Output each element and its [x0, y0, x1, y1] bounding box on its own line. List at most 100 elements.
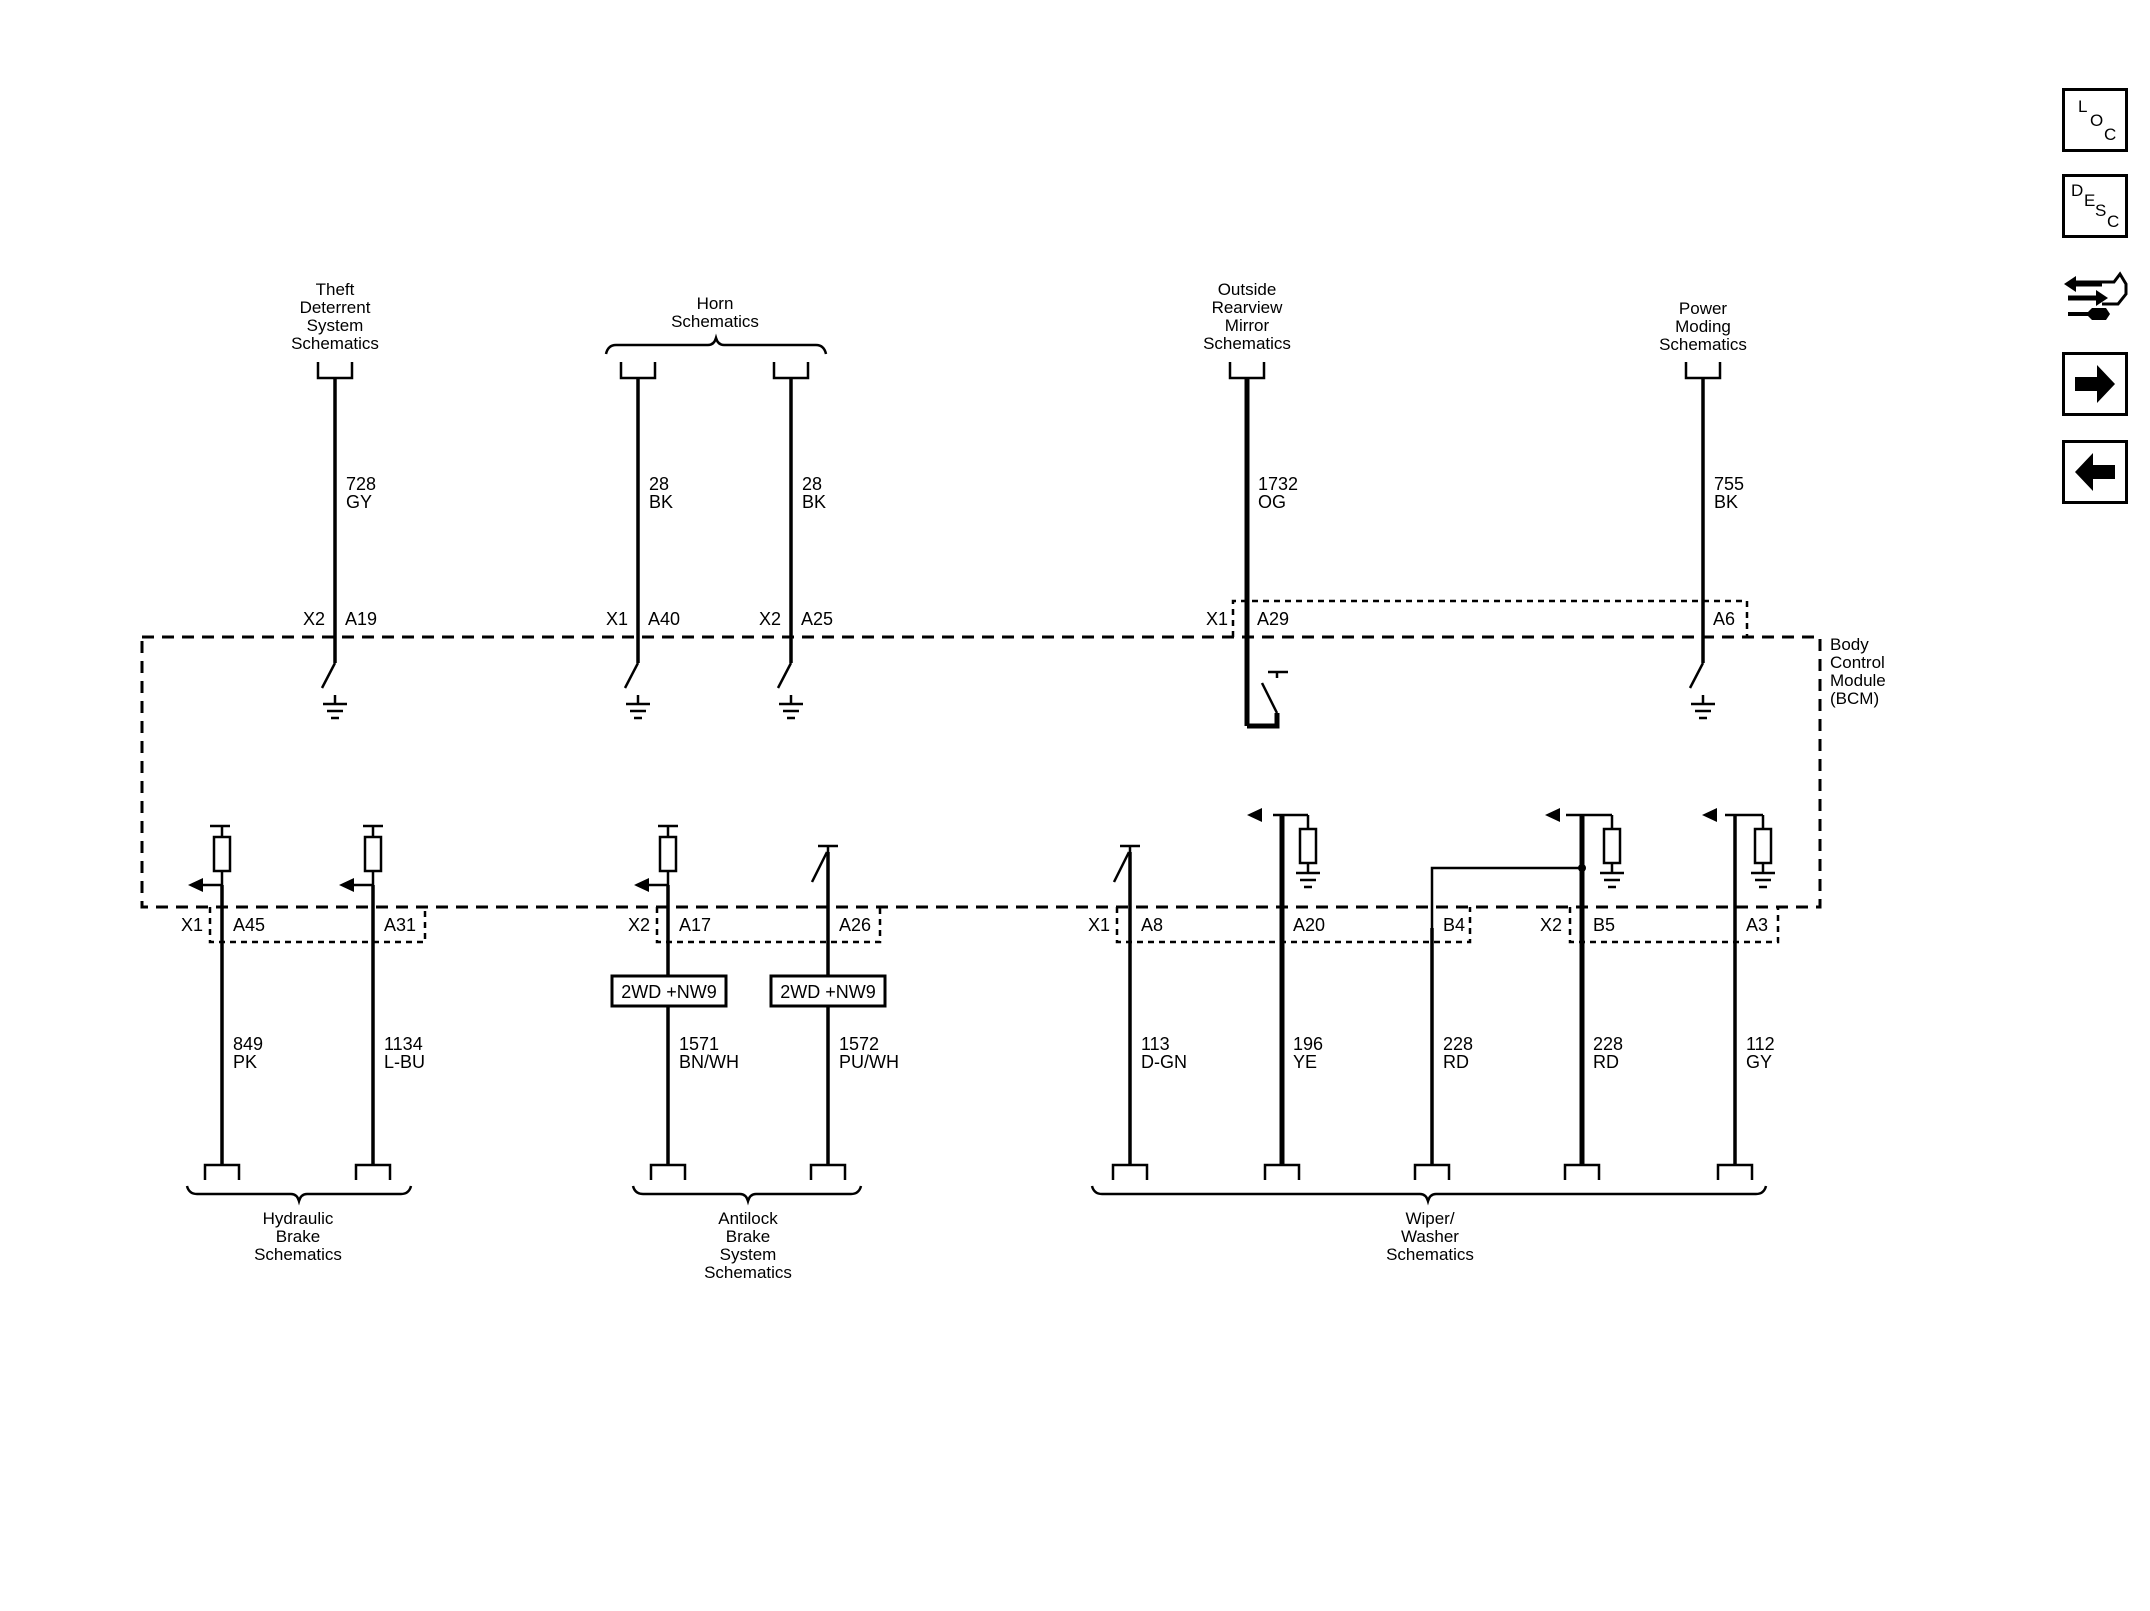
svg-text:Washer: Washer	[1401, 1227, 1459, 1246]
svg-text:Mirror: Mirror	[1225, 316, 1270, 335]
previous-page-button[interactable]	[2062, 440, 2128, 504]
svg-text:X2: X2	[1540, 915, 1562, 935]
top-destination-theft[interactable]: Theft Deterrent System Schematics	[291, 280, 379, 353]
bottom-internal-pullups	[188, 824, 678, 892]
svg-text:GY: GY	[346, 492, 372, 512]
arrow-left-icon	[2075, 453, 2115, 491]
svg-text:112: 112	[1746, 1034, 1775, 1054]
svg-text:A26: A26	[839, 915, 871, 935]
svg-text:2WD +NW9: 2WD +NW9	[780, 982, 876, 1002]
svg-text:A31: A31	[384, 915, 416, 935]
svg-text:1732: 1732	[1258, 474, 1298, 494]
top-connector-x1-box	[1231, 599, 1749, 637]
bcm-label-line: Control	[1830, 653, 1885, 672]
desc-letter: C	[2107, 212, 2120, 231]
svg-text:28: 28	[802, 474, 822, 494]
svg-text:A6: A6	[1713, 609, 1735, 629]
svg-text:A17: A17	[679, 915, 711, 935]
bcm-label-line: (BCM)	[1830, 689, 1879, 708]
top-circuit-labels: 728 GY 28 BK 28 BK 1732 OG 755 BK	[346, 474, 1744, 512]
top-wires	[333, 378, 1705, 726]
svg-text:D-GN: D-GN	[1141, 1052, 1187, 1072]
connector-end-view-icon[interactable]	[2062, 260, 2130, 330]
desc-letter: E	[2084, 191, 2096, 210]
bottom-internal-pulldowns	[1247, 808, 1775, 928]
desc-letter: D	[2071, 181, 2084, 200]
svg-text:L-BU: L-BU	[384, 1052, 425, 1072]
svg-text:A25: A25	[801, 609, 833, 629]
bcm-label-line: Body	[1830, 635, 1869, 654]
bottom-connector-box-3	[1115, 907, 1472, 944]
svg-text:Wiper/: Wiper/	[1405, 1209, 1454, 1228]
svg-text:A19: A19	[345, 609, 377, 629]
svg-text:Hydraulic: Hydraulic	[263, 1209, 334, 1228]
svg-text:A20: A20	[1293, 915, 1325, 935]
svg-text:X2: X2	[759, 609, 781, 629]
bottom-connector-box-1	[208, 907, 427, 944]
svg-text:Moding: Moding	[1675, 317, 1731, 336]
svg-text:X1: X1	[181, 915, 203, 935]
svg-text:196: 196	[1293, 1034, 1323, 1054]
svg-text:OG: OG	[1258, 492, 1286, 512]
svg-text:Brake: Brake	[276, 1227, 320, 1246]
top-destination-horn[interactable]: Horn Schematics	[671, 294, 759, 331]
svg-text:A29: A29	[1257, 609, 1289, 629]
svg-text:BK: BK	[802, 492, 826, 512]
svg-text:Horn: Horn	[697, 294, 734, 313]
svg-text:1134: 1134	[384, 1034, 423, 1054]
svg-text:BK: BK	[649, 492, 673, 512]
svg-text:System: System	[307, 316, 364, 335]
top-switch-ground-symbols	[320, 662, 1715, 729]
svg-text:RD: RD	[1593, 1052, 1619, 1072]
desc-button[interactable]: D E S C	[2062, 174, 2128, 238]
top-destination-mirror[interactable]: Outside Rearview Mirror Schematics	[1203, 280, 1291, 353]
bottom-destination-wiper[interactable]: Wiper/ Washer Schematics	[1386, 1209, 1474, 1264]
bcm-label: Body Control Module (BCM)	[1830, 635, 1886, 708]
top-connector-caps	[316, 362, 1722, 380]
loc-button[interactable]: L O C	[2062, 88, 2128, 152]
svg-text:Rearview: Rearview	[1212, 298, 1284, 317]
bottom-internal-switches	[810, 844, 1140, 883]
svg-text:849: 849	[233, 1034, 263, 1054]
svg-text:728: 728	[346, 474, 376, 494]
bottom-destination-hydraulic[interactable]: Hydraulic Brake Schematics	[254, 1209, 342, 1264]
svg-text:113: 113	[1141, 1034, 1170, 1054]
svg-text:Schematics: Schematics	[671, 312, 759, 331]
top-destination-power-moding[interactable]: Power Moding Schematics	[1659, 299, 1747, 354]
svg-text:28: 28	[649, 474, 669, 494]
svg-text:2WD +NW9: 2WD +NW9	[621, 982, 717, 1002]
svg-text:Schematics: Schematics	[254, 1245, 342, 1264]
svg-text:BN/WH: BN/WH	[679, 1052, 739, 1072]
svg-text:Deterrent: Deterrent	[300, 298, 371, 317]
option-box-a26: 2WD +NW9	[769, 974, 887, 1008]
loc-letter: C	[2104, 125, 2117, 144]
svg-text:Schematics: Schematics	[291, 334, 379, 353]
bottom-connector-box-2	[655, 907, 882, 944]
svg-text:228: 228	[1593, 1034, 1623, 1054]
svg-text:A8: A8	[1141, 915, 1163, 935]
bottom-destination-abs[interactable]: Antilock Brake System Schematics	[704, 1209, 792, 1282]
svg-text:System: System	[720, 1245, 777, 1264]
bottom-circuit-labels: 849 PK 1134 L-BU 1571 BN/WH 1572 PU/WH 1…	[233, 1034, 1775, 1072]
next-page-button[interactable]	[2062, 352, 2128, 416]
svg-text:Outside: Outside	[1218, 280, 1277, 299]
svg-text:Schematics: Schematics	[1203, 334, 1291, 353]
bottom-braces	[185, 1185, 1768, 1206]
svg-text:Power: Power	[1679, 299, 1728, 318]
bcm-label-line: Module	[1830, 671, 1886, 690]
svg-text:Theft: Theft	[316, 280, 355, 299]
svg-text:B5: B5	[1593, 915, 1615, 935]
svg-text:X1: X1	[1206, 609, 1228, 629]
svg-text:A45: A45	[233, 915, 265, 935]
svg-text:Schematics: Schematics	[1386, 1245, 1474, 1264]
svg-text:A40: A40	[648, 609, 680, 629]
arrow-right-icon	[2075, 365, 2115, 403]
svg-text:228: 228	[1443, 1034, 1473, 1054]
bottom-connector-caps	[203, 1163, 1754, 1180]
svg-text:755: 755	[1714, 474, 1744, 494]
desc-letter: S	[2095, 201, 2107, 220]
svg-text:RD: RD	[1443, 1052, 1469, 1072]
svg-text:X1: X1	[1088, 915, 1110, 935]
svg-text:Antilock: Antilock	[718, 1209, 778, 1228]
svg-text:B4: B4	[1443, 915, 1465, 935]
